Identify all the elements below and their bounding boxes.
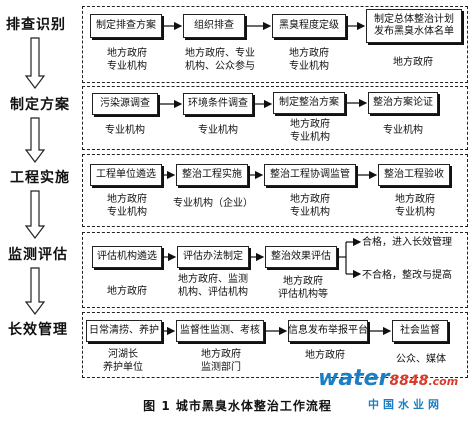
group-evaluate (82, 232, 468, 308)
stage-arrow-1 (24, 37, 46, 89)
box-treatment-plan: 制定整治方案 (273, 92, 345, 114)
note-evaluator-selection: 地方政府 (107, 286, 147, 297)
group-implement (82, 154, 468, 227)
note-organize-investigation: 地方政府、专业 机构、公众参与 (185, 48, 255, 72)
outcome-pass: 合格，进入长效管理 (362, 237, 452, 248)
outcome-fail: 不合格，整改与提高 (362, 270, 452, 281)
note-plan-review: 专业机构 (383, 125, 423, 136)
stage-arrow-3 (24, 190, 46, 239)
box-investigation-plan: 制定排查方案 (90, 14, 162, 38)
box-public-supervision: 社会监督 (392, 320, 448, 342)
note-treatment-plan: 地方政府 专业机构 (290, 119, 330, 143)
note-method-formulation: 地方政府、监测 机构、评估机构 (178, 274, 248, 298)
box-environment-survey: 环境条件调查 (183, 93, 253, 115)
stage-label-long-term: 长效管理 (8, 322, 68, 338)
box-pollution-survey: 污染源调查 (92, 93, 158, 115)
box-grading: 黑臭程度定级 (272, 14, 346, 38)
box-coordination-supervision: 整治工程协调监管 (264, 164, 356, 186)
note-grading: 地方政府 专业机构 (289, 48, 329, 72)
group-identify (82, 6, 468, 83)
note-environment-survey: 专业机构 (198, 125, 238, 136)
box-project-acceptance: 整治工程验收 (378, 164, 450, 186)
note-contractor-selection: 地方政府 专业机构 (107, 194, 147, 218)
box-organize-investigation: 组织排查 (183, 14, 245, 38)
group-plan (82, 86, 468, 150)
note-public-supervision: 公众、媒体 (396, 354, 446, 365)
stage-arrows (24, 37, 46, 315)
note-coordination-supervision: 地方政府 专业机构 (290, 194, 330, 218)
note-project-execution: 专业机构（企业） (173, 198, 253, 209)
stage-label-evaluate: 监测评估 (8, 247, 68, 263)
box-info-platform: 信息发布举报平台 (288, 320, 368, 342)
note-project-acceptance: 地方政府 专业机构 (395, 194, 435, 218)
stage-label-plan: 制定方案 (10, 97, 70, 113)
note-investigation-plan: 地方政府 专业机构 (107, 48, 147, 72)
note-info-platform: 地方政府 (305, 350, 345, 361)
box-method-formulation: 评估办法制定 (177, 246, 249, 268)
note-overall-plan: 地方政府 (393, 57, 433, 68)
box-daily-maintenance: 日常清捞、养护 (86, 320, 162, 342)
stage-label-identify: 排查识别 (6, 17, 66, 33)
note-effect-evaluation: 地方政府 评估机构等 (278, 276, 328, 300)
note-daily-maintenance: 河湖长 养护单位 (103, 349, 143, 373)
note-supervisory-monitoring: 地方政府 监测部门 (201, 349, 241, 373)
box-overall-plan: 制定总体整治计划 发布黑臭水体名单 (366, 9, 462, 43)
box-project-execution: 整治工程实施 (176, 164, 248, 186)
stage-arrow-2 (24, 117, 46, 163)
note-pollution-survey: 专业机构 (105, 125, 145, 136)
figure-caption: 图 1 城市黑臭水体整治工作流程 (143, 399, 332, 413)
stage-arrow-4 (24, 267, 46, 315)
box-evaluator-selection: 评估机构遴选 (92, 246, 162, 268)
box-contractor-selection: 工程单位遴选 (90, 164, 162, 186)
box-plan-review: 整治方案论证 (368, 92, 438, 114)
group-long-term (82, 312, 468, 378)
box-supervisory-monitoring: 监督性监测、考核 (176, 320, 264, 342)
watermark-logo: water8848.com 中国水业网 (318, 366, 459, 411)
stage-label-implement: 工程实施 (10, 170, 70, 186)
box-effect-evaluation: 整治效果评估 (265, 246, 337, 268)
